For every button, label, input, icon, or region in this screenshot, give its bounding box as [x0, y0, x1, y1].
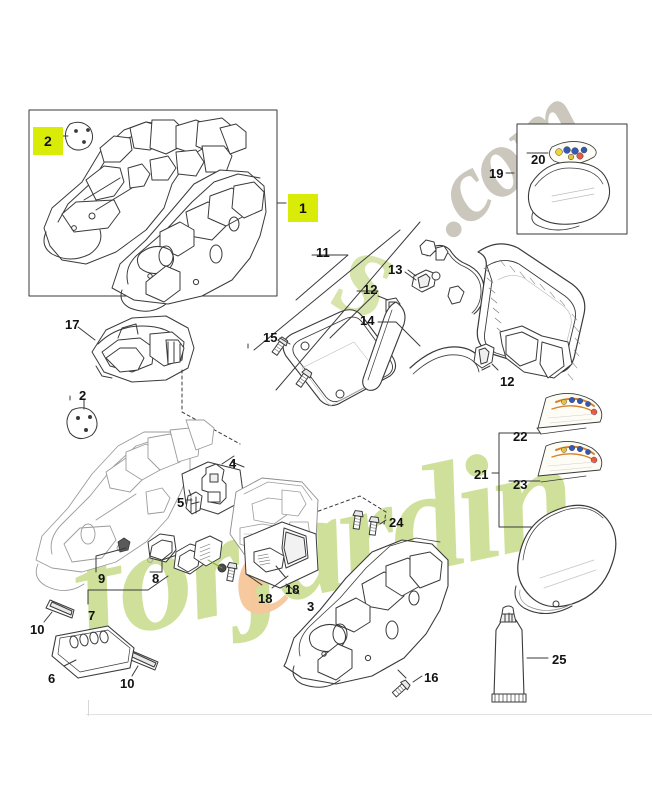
callout-19-cover-kit[interactable]: 19 [489, 166, 504, 181]
callout-24-screws[interactable]: 24 [389, 515, 404, 530]
callout-17-top-cover[interactable]: 17 [65, 317, 80, 332]
callout-18-screw-right[interactable]: 18 [285, 582, 300, 597]
callout-2-gasket[interactable]: 2 [79, 388, 87, 403]
callout-18-screw-left[interactable]: 18 [258, 591, 273, 606]
callout-20-warning-decal[interactable]: 20 [531, 152, 546, 167]
callout-23-decal-lower[interactable]: 23 [513, 477, 528, 492]
callout-21-decal-set[interactable]: 21 [474, 467, 489, 482]
callout-10-strip-lower[interactable]: 10 [120, 676, 135, 691]
callout-14-brace[interactable]: 14 [360, 313, 375, 328]
callout-10-strip-upper[interactable]: 10 [30, 622, 45, 637]
callout-9-rod[interactable]: 9 [98, 571, 106, 586]
callout-2-gasket-boxed[interactable]: 2 [33, 127, 63, 155]
callout-22-decal-upper[interactable]: 22 [513, 429, 528, 444]
footer-divider [86, 714, 652, 715]
callout-25-grease-tube[interactable]: 25 [552, 652, 567, 667]
callout-1-housing-assembly[interactable]: 1 [288, 194, 318, 222]
callout-5-clip[interactable]: 5 [177, 495, 185, 510]
callout-11-handle-frame[interactable]: 11 [316, 245, 330, 260]
callout-3-switch-cover[interactable]: 3 [307, 599, 315, 614]
callout-12-clamp-lower[interactable]: 12 [500, 374, 515, 389]
callout-12-clamp-upper[interactable]: 12 [363, 282, 378, 297]
callout-4-bracket[interactable]: 4 [229, 456, 237, 471]
callout-16-screw[interactable]: 16 [424, 670, 439, 685]
callout-6-rail-plate[interactable]: 6 [48, 671, 56, 686]
callout-15-screw[interactable]: 15 [263, 330, 278, 345]
callout-8-lever[interactable]: 8 [152, 571, 160, 586]
callout-7-linkage[interactable]: 7 [88, 608, 96, 623]
footer-tick [88, 700, 89, 716]
callout-13-cable-connector[interactable]: 13 [388, 262, 403, 277]
